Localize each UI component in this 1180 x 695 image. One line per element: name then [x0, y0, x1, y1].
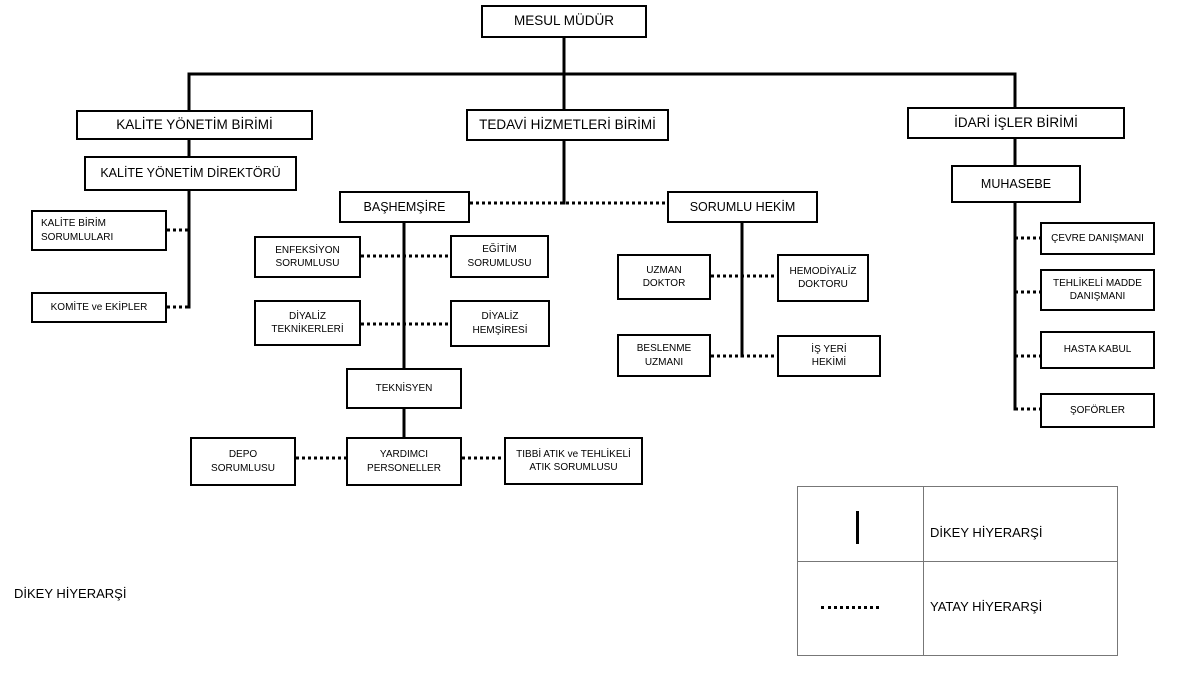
- depo-sorumlusu-box: DEPO SORUMLUSU: [190, 437, 296, 486]
- tedavi-hizmetleri-birimi-box: TEDAVİ HİZMETLERİ BİRİMİ: [466, 109, 669, 141]
- enfeksiyon-sorumlusu-box: ENFEKSİYON SORUMLUSU: [254, 236, 361, 278]
- legend-solid-line-sample: [856, 511, 859, 544]
- cevre-danismani-box: ÇEVRE DANIŞMANI: [1040, 222, 1155, 255]
- teknisyen-box: TEKNİSYEN: [346, 368, 462, 409]
- kalite-birim-sorumlulari-box: KALİTE BİRİM SORUMLULARI: [31, 210, 167, 251]
- legend-dikey-label: DİKEY HİYERARŞİ: [930, 525, 1043, 540]
- diyaliz-hemsiresi-box: DİYALİZ HEMŞİRESİ: [450, 300, 550, 347]
- diyaliz-teknikerleri-box: DİYALİZ TEKNİKERLERİ: [254, 300, 361, 346]
- legend-divider: [923, 487, 924, 655]
- bashemsire-box: BAŞHEMŞİRE: [339, 191, 470, 223]
- muhasebe-box: MUHASEBE: [951, 165, 1081, 203]
- soforler-box: ŞOFÖRLER: [1040, 393, 1155, 428]
- legend-table: DİKEY HİYERARŞİ YATAY HİYERARŞİ: [797, 486, 1118, 656]
- tibbi-atik-sorumlusu-box: TIBBİ ATIK ve TEHLİKELİ ATIK SORUMLUSU: [504, 437, 643, 485]
- mesul-mudur-box: MESUL MÜDÜR: [481, 5, 647, 38]
- legend-divider: [798, 561, 1117, 562]
- beslenme-uzmani-box: BESLENME UZMANI: [617, 334, 711, 377]
- footer-text: DİKEY HİYERARŞİ: [14, 586, 127, 601]
- is-yeri-hekimi-box: İŞ YERİ HEKİMİ: [777, 335, 881, 377]
- egitim-sorumlusu-box: EĞİTİM SORUMLUSU: [450, 235, 549, 278]
- kalite-yonetim-birimi-box: KALİTE YÖNETİM BİRİMİ: [76, 110, 313, 140]
- kalite-yonetim-direktoru-box: KALİTE YÖNETİM DİREKTÖRÜ: [84, 156, 297, 191]
- legend-dotted-line-sample: [821, 606, 879, 609]
- hasta-kabul-box: HASTA KABUL: [1040, 331, 1155, 369]
- sorumlu-hekim-box: SORUMLU HEKİM: [667, 191, 818, 223]
- hemodiyaliz-doktoru-box: HEMODİYALİZ DOKTORU: [777, 254, 869, 302]
- uzman-doktor-box: UZMAN DOKTOR: [617, 254, 711, 300]
- yardimci-personeller-box: YARDIMCI PERSONELLER: [346, 437, 462, 486]
- tehlikeli-madde-danismani-box: TEHLİKELİ MADDE DANIŞMANI: [1040, 269, 1155, 311]
- legend-yatay-label: YATAY HİYERARŞİ: [930, 599, 1043, 614]
- komite-ve-ekipler-box: KOMİTE ve EKİPLER: [31, 292, 167, 323]
- idari-isler-birimi-box: İDARİ İŞLER BİRİMİ: [907, 107, 1125, 139]
